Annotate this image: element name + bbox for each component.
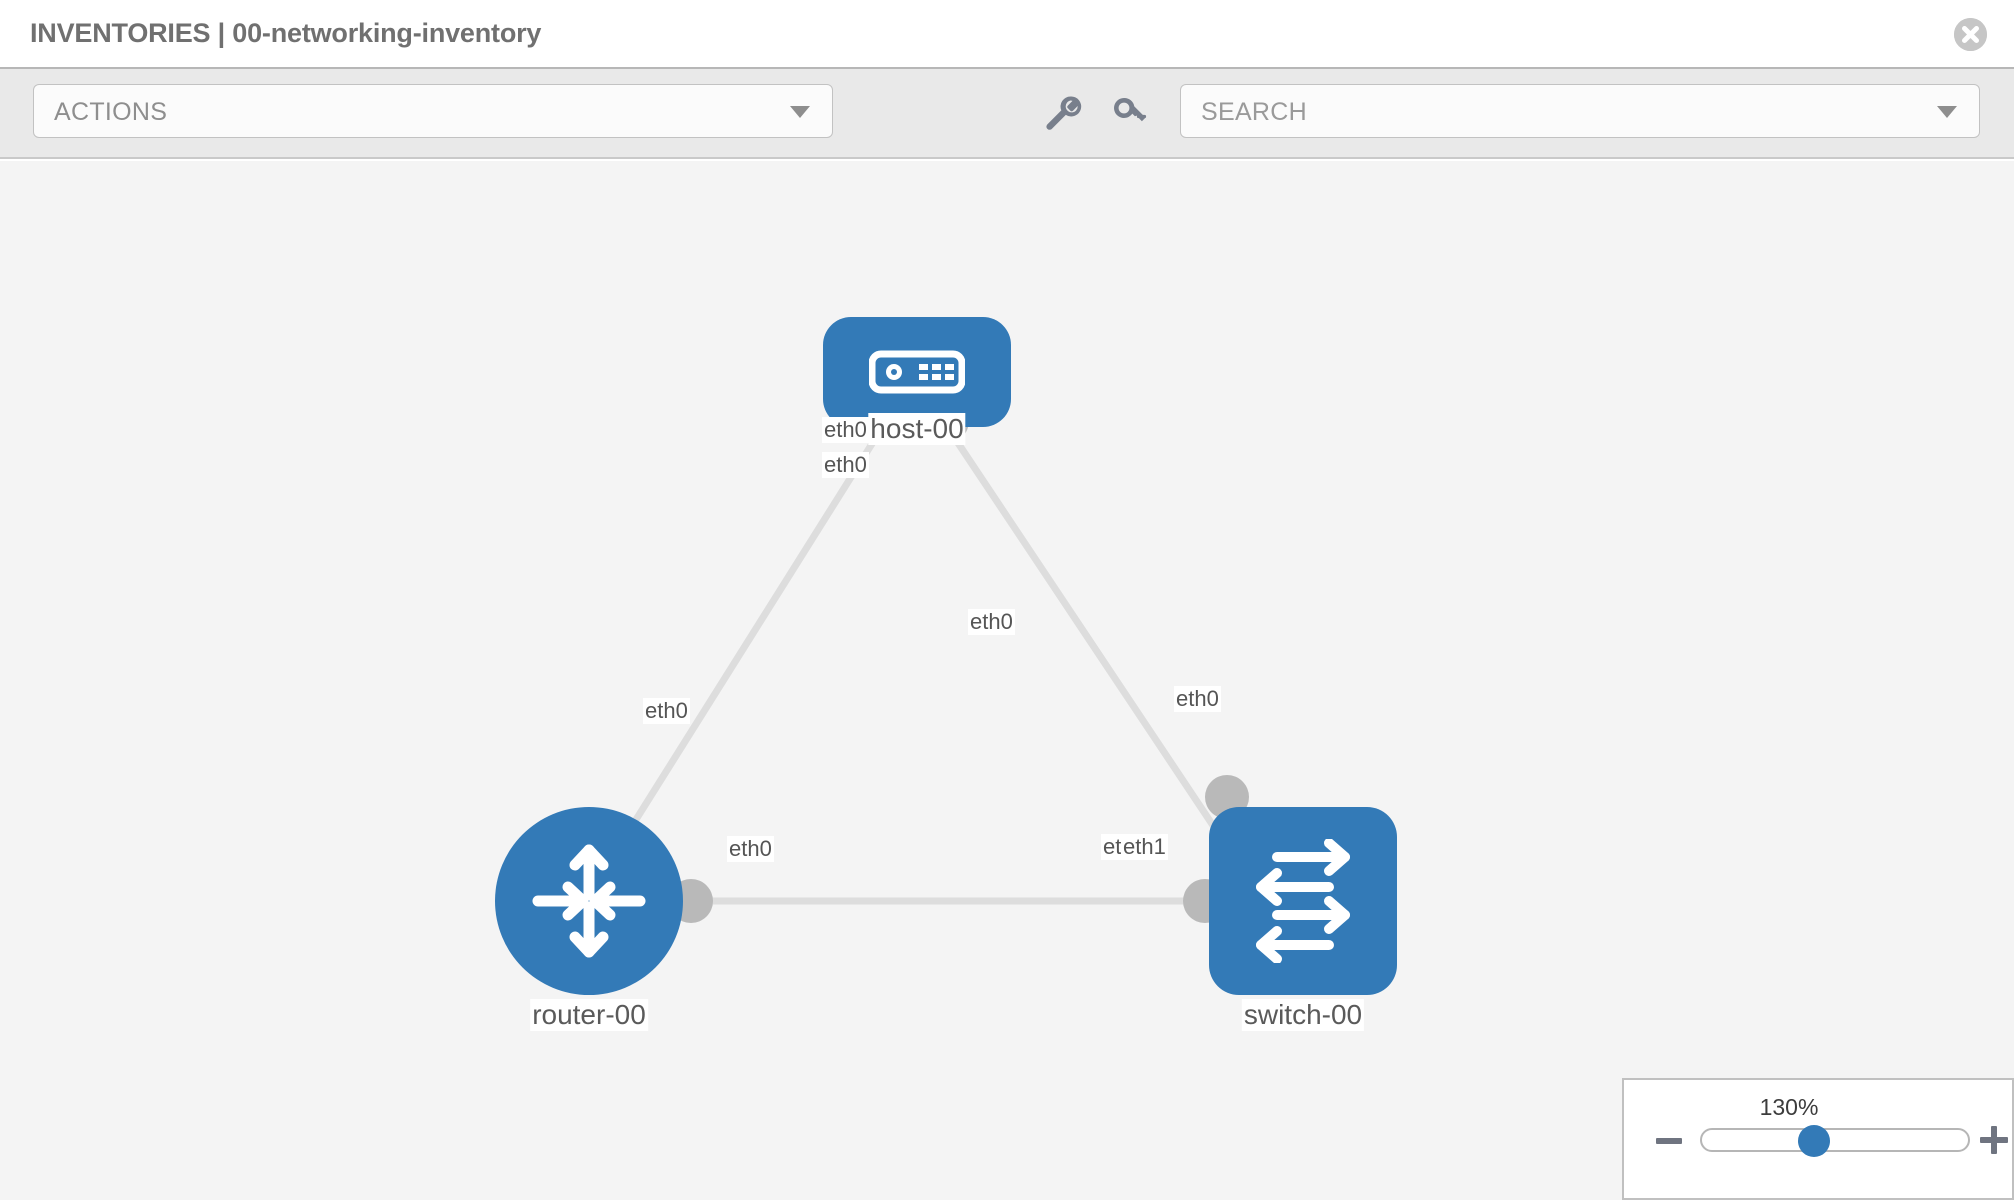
wrench-icon[interactable] bbox=[1040, 90, 1084, 134]
actions-dropdown[interactable]: ACTIONS bbox=[33, 84, 833, 138]
search-input[interactable]: SEARCH bbox=[1180, 84, 1980, 138]
topology-node-router-00[interactable]: router-00 bbox=[495, 807, 683, 1031]
interface-label-switch-up: eth0 bbox=[1174, 686, 1221, 712]
interface-label-host-left: eth0 bbox=[822, 417, 869, 443]
zoom-slider-thumb[interactable] bbox=[1798, 1125, 1830, 1157]
switch-arrows-icon bbox=[1209, 807, 1397, 995]
zoom-slider-track[interactable] bbox=[1700, 1128, 1970, 1152]
server-icon bbox=[823, 317, 1011, 427]
zoom-control-panel: 130% bbox=[1622, 1078, 2014, 1200]
topology-canvas[interactable]: host-00 router-00 bbox=[0, 161, 2014, 1200]
actions-dropdown-label: ACTIONS bbox=[54, 98, 168, 126]
interface-label-router-right: eth0 bbox=[727, 836, 774, 862]
topology-node-switch-00[interactable]: switch-00 bbox=[1209, 807, 1397, 1031]
chevron-down-icon[interactable] bbox=[1937, 106, 1957, 118]
topology-node-host-00[interactable]: host-00 bbox=[823, 317, 1011, 445]
plus-icon[interactable] bbox=[1980, 1126, 2008, 1154]
page-title: INVENTORIES | 00-networking-inventory bbox=[30, 18, 542, 48]
router-arrows-icon bbox=[495, 807, 683, 995]
topology-node-label-router-00: router-00 bbox=[530, 999, 648, 1031]
interface-label-switch-left-b: eth1 bbox=[1121, 834, 1168, 860]
interface-label-host-left-outer: eth0 bbox=[822, 452, 869, 478]
topology-node-label-switch-00: switch-00 bbox=[1241, 999, 1365, 1031]
interface-label-host-right: eth0 bbox=[968, 609, 1015, 635]
search-placeholder: SEARCH bbox=[1201, 98, 1307, 126]
window-header: INVENTORIES | 00-networking-inventory bbox=[0, 0, 2014, 69]
close-icon[interactable] bbox=[1954, 18, 1987, 51]
key-icon[interactable] bbox=[1108, 90, 1152, 134]
zoom-percentage: 130% bbox=[1759, 1094, 1819, 1120]
minus-icon[interactable] bbox=[1656, 1138, 1682, 1144]
interface-label-router-up: eth0 bbox=[643, 698, 690, 724]
topology-node-label-host-00: host-00 bbox=[868, 413, 966, 445]
chevron-down-icon bbox=[790, 106, 810, 118]
topology-links bbox=[607, 429, 1233, 905]
